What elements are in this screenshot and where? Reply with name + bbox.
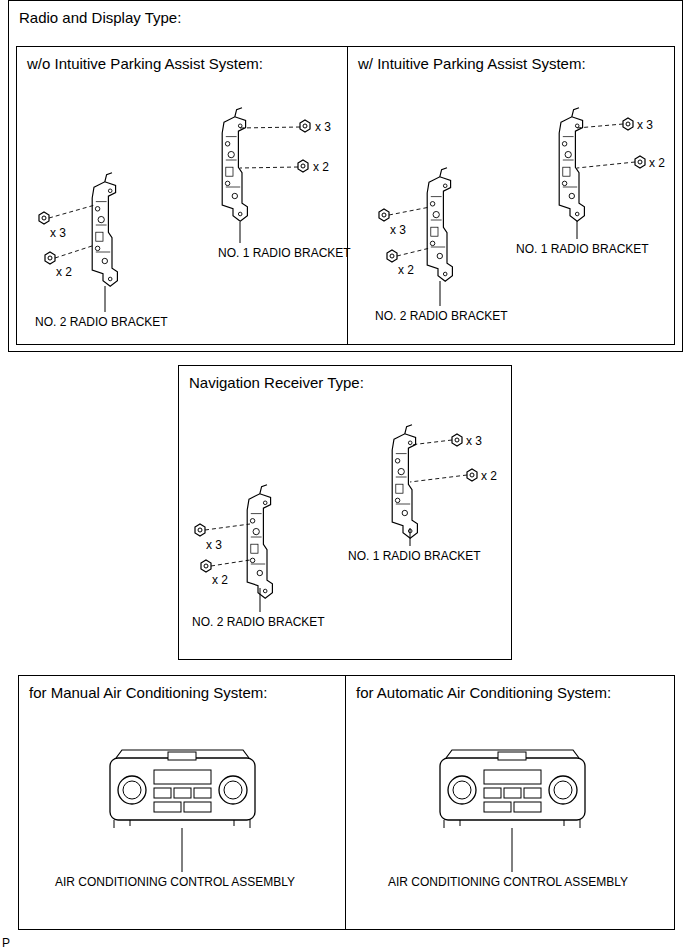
variant-panel: w/ Intuitive Parking Assist System:: [347, 46, 675, 345]
part-name: NO. 2 RADIO BRACKET: [35, 315, 168, 329]
part-name: NO. 1 RADIO BRACKET: [348, 549, 481, 563]
figure-code: P: [2, 936, 10, 950]
screw-count: x 3: [637, 118, 653, 132]
panel-title: w/ Intuitive Parking Assist System:: [348, 47, 596, 81]
screw-count: x 2: [56, 265, 72, 279]
part-name: AIR CONDITIONING CONTROL ASSEMBLY: [388, 875, 628, 889]
screw-count: x 2: [649, 156, 665, 170]
variant-panel: for Automatic Air Conditioning System:: [345, 675, 675, 930]
screw-count: x 2: [398, 263, 414, 277]
screw-count: x 3: [390, 223, 406, 237]
part-name: NO. 2 RADIO BRACKET: [192, 615, 325, 629]
type-panel: Navigation Receiver Type:: [178, 365, 512, 660]
panel-title: for Manual Air Conditioning System:: [19, 676, 277, 710]
screw-count: x 3: [466, 434, 482, 448]
part-name: AIR CONDITIONING CONTROL ASSEMBLY: [55, 875, 295, 889]
variant-panel: for Manual Air Conditioning System:: [18, 675, 346, 930]
type-panel: Radio and Display Type: w/o Intuitive Par…: [8, 0, 683, 352]
part-name: NO. 1 RADIO BRACKET: [218, 246, 351, 260]
panel-title: w/o Intuitive Parking Assist System:: [17, 47, 273, 81]
part-name: NO. 2 RADIO BRACKET: [375, 309, 508, 323]
panel-title: for Automatic Air Conditioning System:: [346, 676, 621, 710]
variant-panel: w/o Intuitive Parking Assist System:: [16, 46, 348, 345]
screw-count: x 3: [50, 226, 66, 240]
part-name: NO. 1 RADIO BRACKET: [516, 242, 649, 256]
screw-count: x 2: [481, 469, 497, 483]
panel-title: Navigation Receiver Type:: [179, 366, 374, 400]
panel-title: Radio and Display Type:: [9, 1, 191, 35]
screw-count: x 3: [206, 538, 222, 552]
screw-count: x 2: [313, 160, 329, 174]
screw-count: x 2: [212, 573, 228, 587]
screw-count: x 3: [315, 120, 331, 134]
